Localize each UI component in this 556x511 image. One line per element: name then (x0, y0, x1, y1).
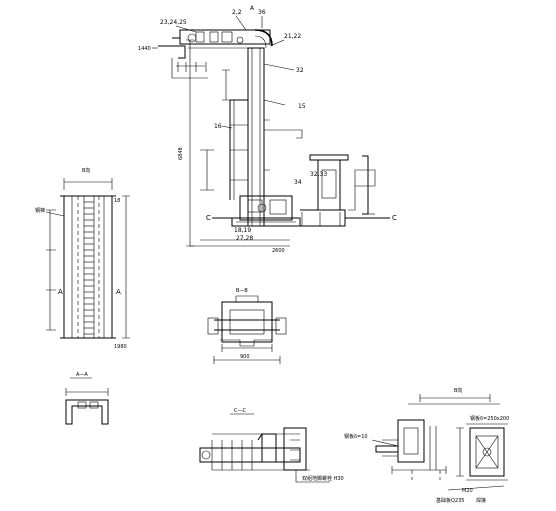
section-aa: A—A (65, 372, 109, 425)
label-1440: 1440 (138, 46, 151, 52)
section-c-right: C (392, 214, 397, 222)
label-16: 16 (214, 123, 222, 130)
detail-base-note: 基础板Q235 (436, 497, 464, 504)
side-leader-text: 钢梯 (35, 207, 45, 214)
section-aa-title: A—A (76, 372, 88, 378)
section-bb: B—B 900 (207, 288, 287, 364)
detail-base-plate (469, 427, 505, 477)
cc-anchor-note: 双组地脚螺栓 H30 (302, 475, 344, 482)
detail-weld-note: 焊接 (476, 497, 486, 504)
head-curve-inner (254, 35, 267, 49)
main-dim-2600: 2600 (272, 248, 285, 254)
side-view-title: B向 (82, 167, 90, 174)
detail-b: B向 钢板δ=250x200 钢板δ=10 M20 基础板Q235 焊接 (344, 387, 509, 504)
side-casing (63, 195, 113, 339)
label-21-22: 21,22 (284, 33, 301, 40)
label-36: 36 (258, 9, 266, 16)
vertical-casing (247, 47, 265, 227)
cc-beam (199, 447, 301, 463)
detail-bolt-note: M20 (462, 488, 473, 494)
label-15: 15 (298, 103, 306, 110)
section-bb-title: B—B (236, 288, 248, 294)
boot-section (239, 195, 293, 221)
label-a: A (250, 5, 255, 12)
detail-b-title: B向 (454, 387, 462, 394)
label-18-19: 18,19 (234, 227, 251, 234)
section-c-left: C (206, 214, 211, 222)
label-27-28: 27,28 (236, 235, 253, 242)
label-32: 32 (296, 67, 304, 74)
head-curve (254, 29, 273, 47)
detail-plate-note: 钢板δ=10 (344, 433, 368, 440)
section-cc-title: C—C (234, 408, 246, 414)
side-ticks (84, 201, 94, 335)
main-dim-6848: 6848 (178, 147, 184, 160)
label-23-25: 23,24,25 (160, 19, 187, 26)
detail-column-left (397, 419, 425, 463)
label-22: 2,2 (232, 9, 242, 16)
bb-frame (221, 301, 273, 343)
side-a-right: A (116, 288, 121, 296)
aa-channel (65, 399, 109, 425)
side-view: B向 钢梯 18 A A 1980 (35, 167, 130, 350)
section-cc: C—C 双组地脚螺栓 H30 (199, 408, 344, 483)
side-a-left: A (58, 288, 63, 296)
bb-dim: 900 (240, 354, 250, 360)
label-32-33: 32,33 (310, 171, 327, 178)
label-34: 34 (294, 179, 302, 186)
detail-spec: 钢板δ=250x200 (470, 415, 509, 422)
side-label-18: 18 (114, 198, 120, 204)
side-dim-1980: 1980 (114, 344, 127, 350)
main-elevation: C C A 36 2,2 23,24,25 21,22 1440 15 16 3… (138, 5, 397, 247)
